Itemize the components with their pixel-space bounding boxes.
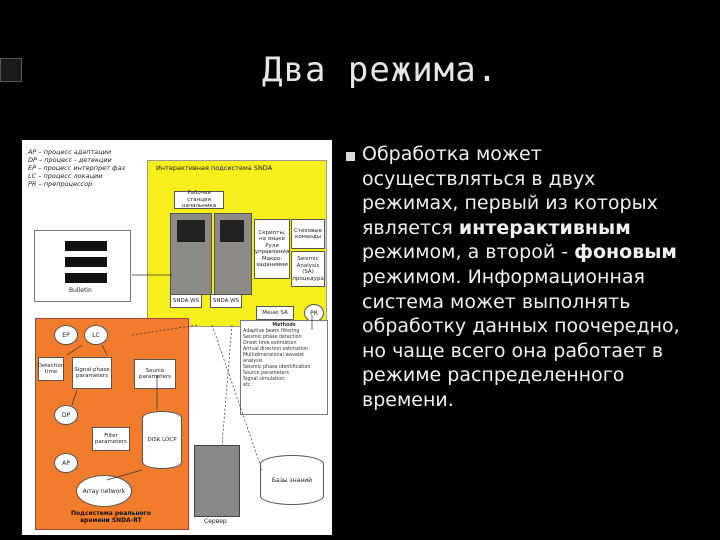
bulletin-bar xyxy=(65,273,107,283)
diagram-arrows xyxy=(66,274,313,481)
legend-line: AP – процесс адаптации xyxy=(28,148,112,156)
legend-line: EP – процесс интерпрет фаз xyxy=(28,164,126,172)
methods-item: Source parameters xyxy=(243,371,289,376)
methods-title: Methods xyxy=(272,323,296,328)
slide-title: Два режима. xyxy=(262,50,499,90)
body-text-pre: Обработка может осуществляться в двух ре… xyxy=(362,143,658,239)
bullet-square-icon xyxy=(346,152,355,161)
disk-locp-cylinder: DISK LOCP xyxy=(142,411,182,469)
legend-line: PR – препроцессор xyxy=(28,180,93,188)
menu-sa-box: Меню SA xyxy=(256,306,294,320)
body-text-mid: режимом, а второй - xyxy=(362,241,575,264)
left-accent-bar xyxy=(0,58,22,82)
methods-item: Multidimensional wavelet analysis xyxy=(243,353,305,364)
methods-item: Onset time estimation xyxy=(243,341,297,346)
legend-line: DP – процесс - детекции xyxy=(28,156,112,164)
realtime-subsystem-panel: EP LC Detection time Signal phase parame… xyxy=(35,318,189,530)
methods-box: Methods Adaptive beam filtering Seismic … xyxy=(240,320,328,415)
stack-commands-box: Стековые команды xyxy=(291,219,325,249)
legend-line: LC – процесс локации xyxy=(28,172,103,180)
bulletin-building: Bulletin xyxy=(34,230,131,302)
methods-item: etc. xyxy=(243,383,252,388)
ap-node: AP xyxy=(54,453,78,473)
ep-node: EP xyxy=(54,325,78,345)
seismic-analysis-box: Seismic Analysis (SA) процедура xyxy=(291,251,325,287)
terminal-1-label: SNDA WS xyxy=(170,294,202,308)
methods-item: Arrival direction estimation xyxy=(243,347,309,352)
slide-body-text: Обработка может осуществляться в двух ре… xyxy=(362,142,682,413)
detection-time-box: Detection time xyxy=(38,357,64,381)
bulletin-label: Bulletin xyxy=(69,287,92,294)
source-parameters-box: Source parameters xyxy=(134,359,176,389)
dp-node: DP xyxy=(54,405,78,425)
body-text-post: режимом. Информационная система может вы… xyxy=(362,265,680,411)
bulletin-bar xyxy=(65,241,107,251)
bulletin-bar xyxy=(65,257,107,267)
server-rack-icon xyxy=(194,445,240,517)
methods-item: Signal simulation, xyxy=(243,377,286,382)
body-bold-interactive: интерактивным xyxy=(458,216,631,239)
workstation-box: Рабочая станция начальника xyxy=(174,190,224,209)
filter-parameters-box: Filter parameters xyxy=(92,427,130,451)
realtime-caption: Подсистема реального времени SNDA-RT xyxy=(70,510,152,524)
architecture-diagram: AP – процесс адаптации DP – процесс - де… xyxy=(22,140,332,535)
header-area xyxy=(30,0,720,100)
terminal-2-label: SNDA WS xyxy=(210,294,242,308)
signal-phase-box: Signal phase parameters xyxy=(72,357,112,389)
server-label: Сервер xyxy=(204,518,227,525)
interactive-subsystem-panel: Интерактивная подсистема SNDA Рабочая ст… xyxy=(147,160,327,327)
methods-item: Seismic phase detection xyxy=(243,335,302,340)
terminal-1-icon xyxy=(170,213,212,295)
body-bold-background: фоновым xyxy=(574,241,677,264)
diagram-legend: AP – процесс адаптации DP – процесс - де… xyxy=(28,148,140,188)
methods-item: Seismic phase identification xyxy=(243,365,311,370)
lc-node: LC xyxy=(84,325,108,345)
interactive-subsystem-title: Интерактивная подсистема SNDA xyxy=(156,164,273,172)
knowledge-base-cylinder: Базы знаний xyxy=(260,455,324,505)
methods-item: Adaptive beam filtering xyxy=(243,329,300,334)
scripts-box: Скрипты, на языке Руля управления Макро-… xyxy=(254,219,290,279)
array-network-node: Array network xyxy=(76,475,132,507)
